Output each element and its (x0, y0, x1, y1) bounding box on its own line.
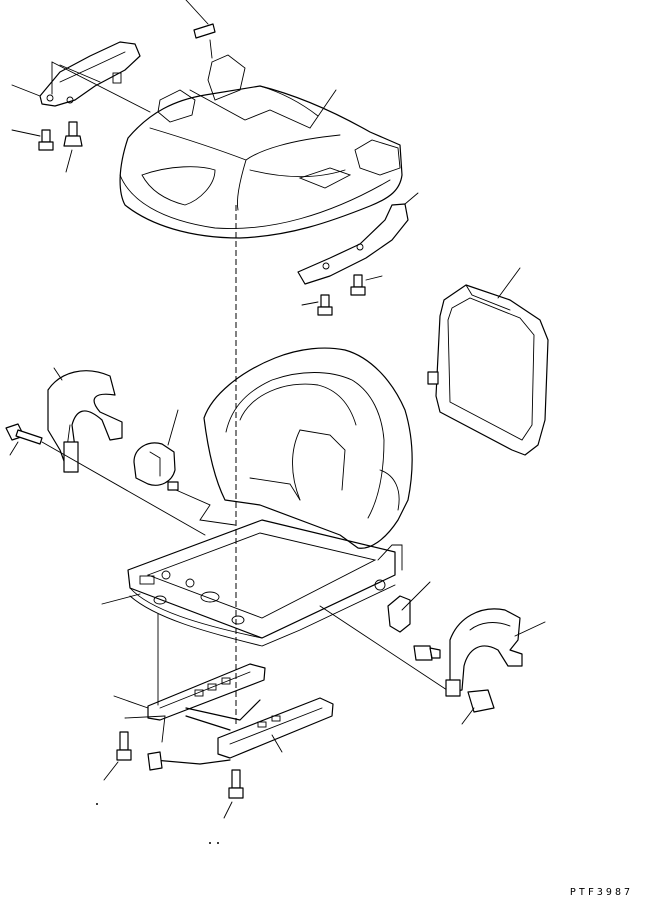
backrest-cover (427, 267, 549, 456)
slide-lever (124, 699, 261, 771)
bolt-left (5, 423, 206, 536)
recliner-bracket (319, 581, 451, 693)
armrest-right (445, 608, 546, 725)
cushion-bracket-left (11, 41, 151, 113)
bolts-top-left (11, 121, 83, 173)
cushion-bracket-right (297, 192, 419, 316)
seat-back (203, 347, 413, 549)
lever-knob (133, 409, 236, 526)
seat-frame (101, 519, 403, 647)
slide-rail-right (217, 697, 334, 759)
armrest-left (47, 367, 123, 473)
seat-cushion (119, 54, 403, 239)
bolts-bottom (96, 731, 244, 844)
slide-rail-left (113, 613, 266, 721)
drawing-code: PTF3987 (569, 887, 633, 898)
center-axis (235, 89, 337, 724)
cushion-cover (185, 0, 216, 59)
